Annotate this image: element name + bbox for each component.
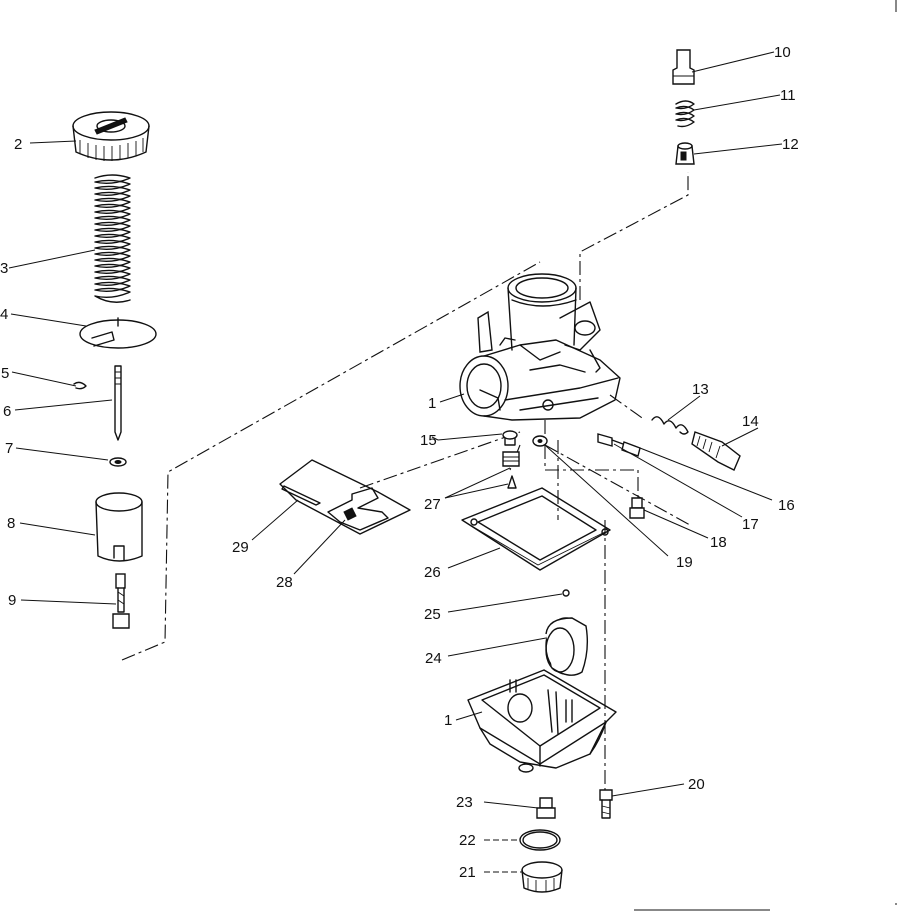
callout-leader-lines	[8, 51, 783, 873]
callout-25: 25	[424, 606, 441, 623]
part-21-plug	[521, 861, 563, 893]
callout-7: 7	[5, 440, 13, 457]
part-19-washer	[532, 435, 548, 447]
part-23-drain-screw	[536, 797, 556, 819]
callout-27: 27	[424, 496, 441, 513]
part-26-gasket	[461, 487, 611, 571]
callout-numbers: 2 3 4 5 6 7 8 9 10 11 12 13 14 1 15 16 1…	[0, 44, 799, 881]
part-14-adjust-screw	[691, 431, 741, 471]
part-8-throttle-valve	[95, 492, 143, 562]
callout-1b: 1	[444, 712, 452, 729]
callout-14: 14	[742, 413, 759, 430]
callout-6: 6	[3, 403, 11, 420]
part-25-needle-valve	[562, 589, 570, 597]
part-27-main-jet	[502, 451, 520, 489]
callout-23: 23	[456, 794, 473, 811]
callout-8: 8	[7, 515, 15, 532]
callout-13: 13	[692, 381, 709, 398]
callout-1a: 1	[428, 395, 436, 412]
part-10-fitting	[672, 49, 695, 85]
part-17-pilot-screw	[597, 433, 641, 457]
part-28-float-arm	[327, 487, 389, 531]
callout-5: 5	[1, 365, 9, 382]
callout-19: 19	[676, 554, 693, 571]
callout-3: 3	[0, 260, 8, 277]
part-11-spring	[675, 100, 695, 128]
callout-15: 15	[420, 432, 437, 449]
callout-24: 24	[425, 650, 442, 667]
callout-26: 26	[424, 564, 441, 581]
part-7-washer	[109, 457, 127, 467]
part-15-pilot-jet	[502, 430, 518, 446]
part-9-needle-jet	[112, 573, 130, 629]
callout-4: 4	[0, 306, 8, 323]
part-13-spring	[651, 416, 689, 435]
part-20-screw	[599, 789, 613, 819]
callout-22: 22	[459, 832, 476, 849]
assembly-dash-lines	[121, 172, 691, 790]
callout-11: 11	[780, 87, 796, 104]
callout-12: 12	[782, 136, 799, 153]
part-3-spring	[94, 174, 131, 303]
callout-21: 21	[459, 864, 476, 881]
part-22-o-ring	[519, 829, 561, 851]
part-1-float-bowl	[467, 669, 617, 773]
part-5-clip	[73, 381, 87, 390]
part-6-jet-needle	[114, 365, 122, 441]
part-1-carburetor-body	[459, 273, 621, 421]
callout-16: 16	[778, 497, 795, 514]
callout-28: 28	[276, 574, 293, 591]
callout-10: 10	[774, 44, 791, 61]
page-edge-marks	[634, 0, 897, 911]
callout-29: 29	[232, 539, 249, 556]
callout-2: 2	[14, 136, 22, 153]
part-29-float-pin	[279, 459, 411, 535]
callout-18: 18	[710, 534, 727, 551]
part-24-float	[545, 617, 589, 676]
callout-17: 17	[742, 516, 759, 533]
callout-20: 20	[688, 776, 705, 793]
part-12-plunger	[675, 142, 695, 165]
callout-9: 9	[8, 592, 16, 609]
part-18-screw	[629, 497, 645, 519]
part-4-spring-seat	[79, 317, 157, 349]
part-2-cap	[72, 111, 150, 161]
